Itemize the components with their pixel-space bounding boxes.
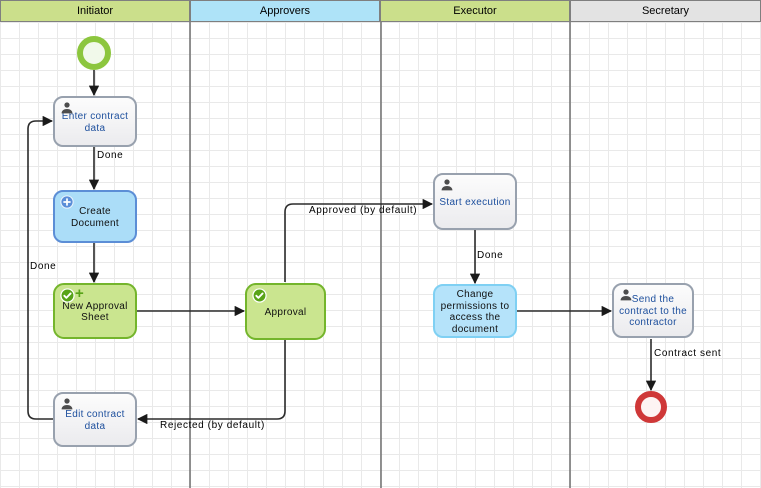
- lane-header-secretary: Secretary: [570, 0, 761, 22]
- task-start-execution[interactable]: Start execution: [433, 173, 517, 230]
- start-event-circle[interactable]: [77, 36, 111, 70]
- task-label: Start execution: [439, 196, 511, 208]
- check-circle-icon: [60, 288, 75, 303]
- task-send-contract[interactable]: Send the contract to the contractor: [612, 283, 694, 338]
- plus-icon: +: [75, 285, 85, 302]
- task-create-document[interactable]: Create Document: [53, 190, 137, 243]
- lane-header-initiator: Initiator: [0, 0, 190, 22]
- person-icon: [60, 101, 74, 115]
- person-icon: [619, 288, 633, 302]
- lane-divider: [569, 22, 571, 488]
- lane-divider: [189, 22, 191, 488]
- person-icon: [60, 397, 74, 411]
- person-icon: [440, 178, 454, 192]
- task-label: Edit contract data: [65, 409, 125, 432]
- task-new-approval-sheet[interactable]: + New Approval Sheet: [53, 283, 137, 339]
- lane-label: Initiator: [76, 5, 114, 17]
- lane-header-approvers: Approvers: [190, 0, 380, 22]
- edge-label-done: Done: [97, 150, 124, 161]
- task-label: Send the contract to the contractor: [619, 294, 687, 329]
- task-label: Change permissions to access the documen…: [440, 289, 510, 335]
- task-label: Enter contract data: [61, 111, 129, 134]
- task-label: Approval: [264, 306, 307, 318]
- task-label: New Approval Sheet: [62, 300, 128, 324]
- edge-approval-to-edit: [136, 340, 286, 425]
- lane-label: Approvers: [259, 5, 311, 17]
- lane-label: Secretary: [641, 5, 690, 17]
- lane-divider: [380, 22, 382, 488]
- edge-label-rejected: Rejected (by default): [160, 420, 265, 431]
- plus-circle-icon: [60, 195, 74, 209]
- check-circle-icon: [252, 288, 267, 303]
- task-enter-contract-data[interactable]: Enter contract data: [53, 96, 137, 147]
- task-approval[interactable]: Approval: [245, 283, 326, 340]
- edge-label-done: Done: [477, 250, 504, 261]
- lane-label: Executor: [453, 5, 497, 17]
- edge-label-approved: Approved (by default): [309, 205, 418, 216]
- task-change-permissions[interactable]: Change permissions to access the documen…: [433, 284, 517, 338]
- lane-header-executor: Executor: [380, 0, 570, 22]
- task-edit-contract-data[interactable]: Edit contract data: [53, 392, 137, 447]
- task-label: Create Document: [71, 206, 119, 229]
- end-event-circle[interactable]: [635, 391, 667, 423]
- edge-label-done: Done: [30, 261, 57, 272]
- edge-label-contract-sent: Contract sent: [654, 348, 722, 359]
